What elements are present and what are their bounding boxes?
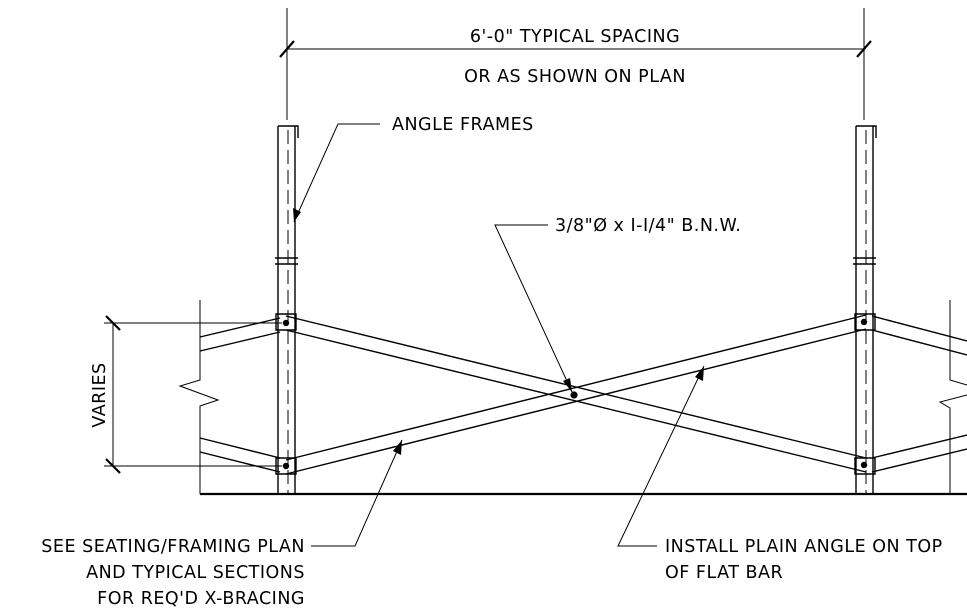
spacing-label: 6'-0" TYPICAL SPACING (470, 27, 680, 47)
angle-frame-right (853, 125, 877, 494)
bolt-label: 3/8"Ø x I-I/4" B.N.W. (555, 216, 741, 236)
callout-angle-frames: ANGLE FRAMES (293, 115, 534, 223)
break-line-right-lower (938, 394, 967, 494)
bolt-top-right (860, 318, 868, 326)
callout-see-plan: SEE SEATING/FRAMING PLAN AND TYPICAL SEC… (41, 439, 403, 609)
bolt-center (570, 391, 578, 399)
install-line2: OF FLAT BAR (665, 563, 783, 583)
tick-mark-left (279, 40, 295, 58)
see-plan-line2: AND TYPICAL SECTIONS (86, 563, 305, 583)
bolt-top-left (282, 319, 290, 327)
bolt-bottom-left (282, 462, 290, 470)
break-line-right (949, 300, 967, 386)
callout-install-angle: INSTALL PLAIN ANGLE ON TOP OF FLAT BAR (617, 365, 943, 583)
spacing-sublabel: OR AS SHOWN ON PLAN (464, 67, 686, 87)
angle-frame-left (275, 125, 299, 494)
break-line-left (178, 300, 220, 494)
tick-mark-right (856, 40, 872, 58)
varies-label: VARIES (90, 362, 110, 427)
see-plan-line1: SEE SEATING/FRAMING PLAN (41, 537, 305, 557)
spacing-dimension: 6'-0" TYPICAL SPACING OR AS SHOWN ON PLA… (279, 8, 872, 120)
varies-dimension: VARIES (90, 315, 282, 474)
see-plan-line3: FOR REQ'D X-BRACING (97, 589, 305, 609)
angle-frames-label: ANGLE FRAMES (392, 115, 534, 135)
install-line1: INSTALL PLAIN ANGLE ON TOP (665, 537, 943, 557)
x-bracing (199, 313, 967, 475)
bolt-bottom-right (860, 461, 868, 469)
callout-bolt: 3/8"Ø x I-I/4" B.N.W. (494, 216, 741, 393)
bolt-points (282, 318, 868, 470)
